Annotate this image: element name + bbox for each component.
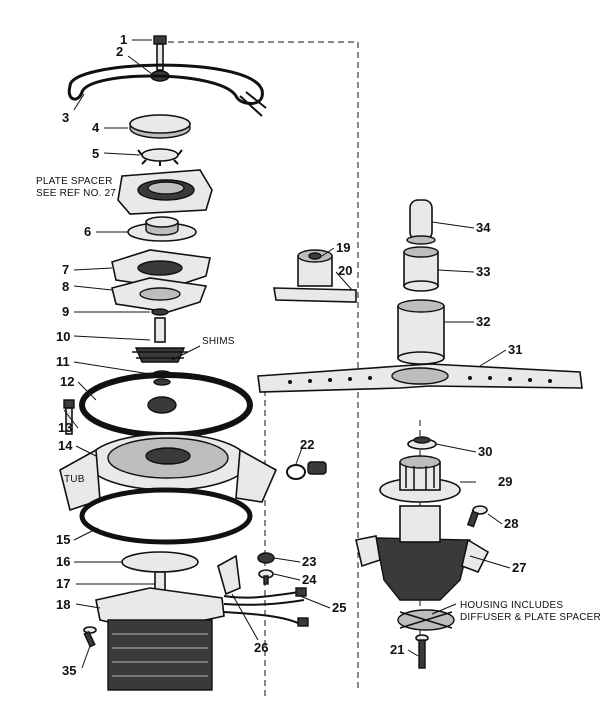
- part-31-spray-arm: [257, 363, 583, 393]
- tub-note: TUB: [64, 474, 85, 485]
- part-8-gasket: [111, 277, 208, 313]
- part-6-bearing: [127, 216, 197, 242]
- callout-22: 22: [300, 437, 314, 452]
- part-18-motor: [95, 571, 225, 691]
- callout-18: 18: [56, 597, 70, 612]
- diffuser-plate-spacer-cluster: [397, 609, 455, 631]
- callout-20: 20: [338, 263, 352, 278]
- plate-spacer-note-line2: SEE REF NO. 27: [36, 188, 116, 199]
- part-4-cap: [129, 114, 191, 139]
- callout-3: 3: [62, 110, 69, 125]
- part-29-diffuser: [379, 455, 461, 503]
- callout-6: 6: [84, 224, 91, 239]
- callout-8: 8: [62, 279, 69, 294]
- part-30-cap: [407, 436, 437, 450]
- callout-9: 9: [62, 304, 69, 319]
- callout-1: 1: [120, 32, 127, 47]
- part-5-gear: [137, 148, 183, 166]
- callout-34: 34: [476, 220, 491, 235]
- part-27-housing: [355, 505, 490, 601]
- callout-7: 7: [62, 262, 69, 277]
- callout-4: 4: [92, 120, 100, 135]
- part-32-tube: [397, 299, 445, 365]
- callout-14: 14: [58, 438, 73, 453]
- part-24-screw: [258, 569, 274, 585]
- callout-26: 26: [254, 640, 268, 655]
- part-22-clamp: [286, 461, 327, 480]
- shims-note: SHIMS: [202, 336, 235, 347]
- callout-24: 24: [302, 572, 317, 587]
- housing-note-line2: DIFFUSER & PLATE SPACER: [460, 612, 601, 623]
- callout-2: 2: [116, 44, 123, 59]
- callout-27: 27: [512, 560, 526, 575]
- part-34-tube: [406, 199, 436, 245]
- part-26-switch: [217, 554, 241, 596]
- callout-13: 13: [58, 420, 72, 435]
- callout-33: 33: [476, 264, 490, 279]
- part-21-screw: [415, 634, 429, 669]
- part-20-bracket: [273, 287, 357, 303]
- callout-28: 28: [504, 516, 518, 531]
- plate-spacer-note-line1: PLATE SPACER: [36, 176, 113, 187]
- callout-10: 10: [56, 329, 70, 344]
- part-10-impeller: [132, 317, 188, 363]
- callout-11: 11: [56, 354, 70, 369]
- callout-32: 32: [476, 314, 490, 329]
- part-35-screw: [83, 626, 97, 648]
- part-25-wiring: [223, 587, 309, 627]
- part-28-screw: [466, 505, 488, 528]
- callout-19: 19: [336, 240, 350, 255]
- part-3-wire-loop: [67, 63, 267, 117]
- plate-spacer: [117, 169, 213, 215]
- callout-29: 29: [498, 474, 512, 489]
- callout-16: 16: [56, 554, 70, 569]
- part-9-seal: [151, 308, 169, 316]
- leader-lines: [63, 39, 511, 669]
- part-19-bushing: [297, 249, 333, 287]
- callout-12: 12: [60, 374, 74, 389]
- callout-23: 23: [302, 554, 316, 569]
- part-33-tube: [403, 246, 439, 292]
- part-15-lower-ring: [79, 487, 253, 545]
- housing-note-line1: HOUSING INCLUDES: [460, 600, 563, 611]
- part-16-disc: [121, 551, 199, 573]
- callout-35: 35: [62, 663, 76, 678]
- part-14-pump-base: [59, 433, 278, 512]
- callout-30: 30: [478, 444, 492, 459]
- part-23-nut: [257, 552, 275, 564]
- callout-25: 25: [332, 600, 346, 615]
- callout-31: 31: [508, 342, 522, 357]
- part-1-bolt: [153, 35, 167, 71]
- callout-21: 21: [390, 642, 404, 657]
- callout-5: 5: [92, 146, 99, 161]
- part-7-plate: [111, 249, 211, 289]
- callout-17: 17: [56, 576, 70, 591]
- callout-15: 15: [56, 532, 70, 547]
